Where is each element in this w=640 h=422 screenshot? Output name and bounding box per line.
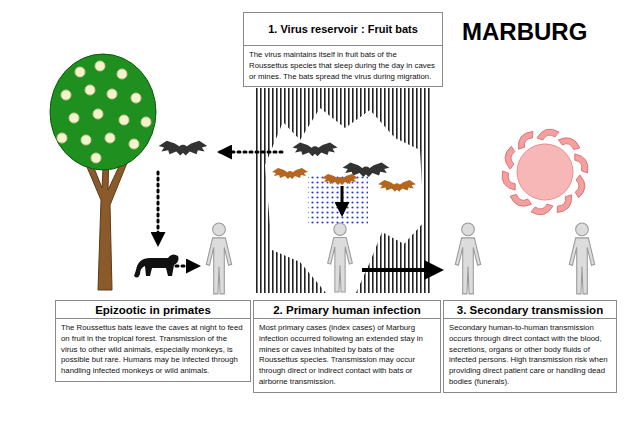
secondary-transmission-box: 3. Secondary transmissionSecondary human…	[443, 300, 617, 393]
box-body: The virus maintains itself in fruit bats…	[243, 46, 443, 87]
virus	[500, 129, 590, 215]
cave	[255, 88, 430, 293]
box-heading: Epizootic in primates	[55, 300, 251, 319]
bat	[343, 163, 390, 177]
bat	[322, 174, 358, 185]
bat	[293, 143, 338, 157]
epizootic-box: Epizootic in primatesThe Roussettus bats…	[55, 300, 251, 382]
human	[455, 223, 480, 294]
box-body: Most primary cases (index cases) of Marb…	[253, 319, 441, 393]
reservoir-box: 1. Virus reservoir : Fruit batsThe virus…	[243, 12, 443, 87]
box-body: The Roussettus bats leave the caves at n…	[55, 319, 251, 382]
monkey	[134, 254, 179, 277]
box-heading: 1. Virus reservoir : Fruit bats	[243, 12, 443, 46]
box-heading: 2. Primary human infection	[253, 300, 441, 319]
bat	[159, 141, 208, 156]
bat	[378, 180, 416, 192]
human	[206, 223, 231, 294]
transmission-arrows	[158, 152, 440, 270]
human	[569, 223, 594, 294]
primary-infection-box: 2. Primary human infectionMost primary c…	[253, 300, 441, 393]
diagram-title: MARBURG	[462, 18, 587, 46]
fruit-tree	[50, 54, 156, 290]
box-body: Secondary human-to-human transmission oc…	[443, 319, 617, 393]
bat	[272, 168, 308, 179]
box-heading: 3. Secondary transmission	[443, 300, 617, 319]
human	[328, 223, 353, 292]
